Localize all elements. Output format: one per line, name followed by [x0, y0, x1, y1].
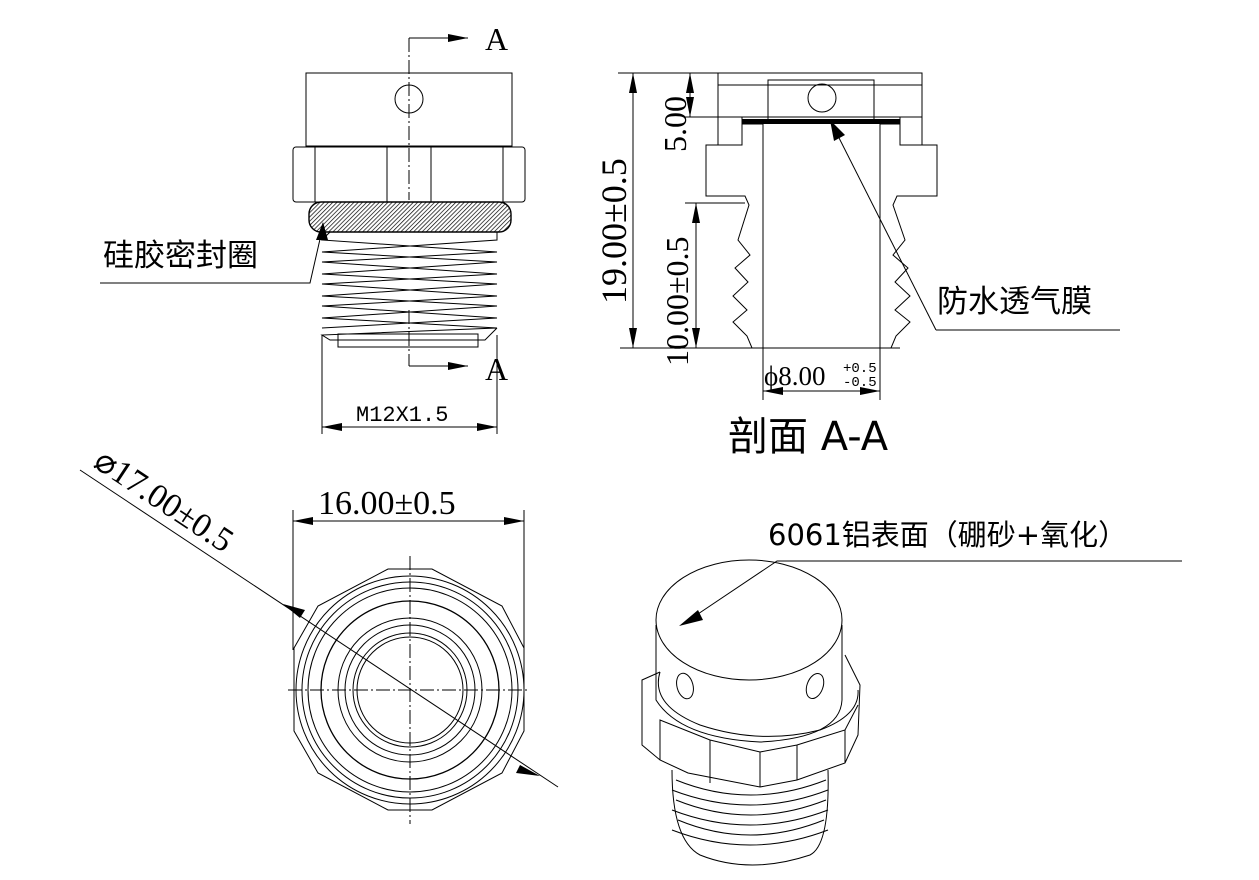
membrane-label: 防水透气膜: [937, 284, 1092, 320]
hex-across-corners-dimension: ⌀17.00±0.5: [88, 442, 240, 560]
iso-cap-top: [655, 559, 843, 681]
body-right-wall: [879, 123, 938, 349]
isometric-view: 6061铝表面（硼砂+氧化）: [641, 518, 1182, 866]
section-title: 剖面 A-A: [728, 414, 889, 460]
total-height-dimension: 19.00±0.5: [594, 158, 634, 304]
bore-tolerance-upper: +0.5: [843, 361, 877, 377]
membrane: [742, 119, 900, 124]
bore-diameter-dimension: ϕ8.00: [764, 361, 825, 391]
section-view: 19.00±0.5 10.00±0.5 5.00 ϕ8.00 +0.5 -0.5…: [594, 72, 1120, 460]
top-view: 16.00±0.5 ⌀17.00±0.5: [79, 442, 559, 824]
iso-vent-hole-right: [805, 672, 825, 700]
front-view: A A M12X1.5 硅胶密封圈: [100, 21, 526, 434]
body-left-wall: [705, 123, 764, 349]
iso-hex: [641, 654, 861, 788]
iso-cap: [655, 625, 843, 743]
thread-length-dimension: 10.00±0.5: [659, 236, 695, 366]
cap-height-dimension: 5.00: [657, 96, 693, 152]
thread-dimension: M12X1.5: [356, 403, 448, 428]
surface-label: 6061铝表面（硼砂+氧化）: [768, 518, 1127, 552]
iso-vent-hole-left: [676, 672, 694, 700]
thread: [320, 231, 498, 348]
hex-across-flats-dimension: 16.00±0.5: [318, 485, 456, 522]
seal-ring: [308, 201, 512, 233]
seal-ring-label: 硅胶密封圈: [103, 238, 258, 274]
section-vent-hole: [807, 83, 837, 113]
hex-outline: [293, 568, 525, 811]
bore-tolerance-lower: -0.5: [843, 375, 877, 391]
section-marker-top: A: [485, 21, 508, 57]
